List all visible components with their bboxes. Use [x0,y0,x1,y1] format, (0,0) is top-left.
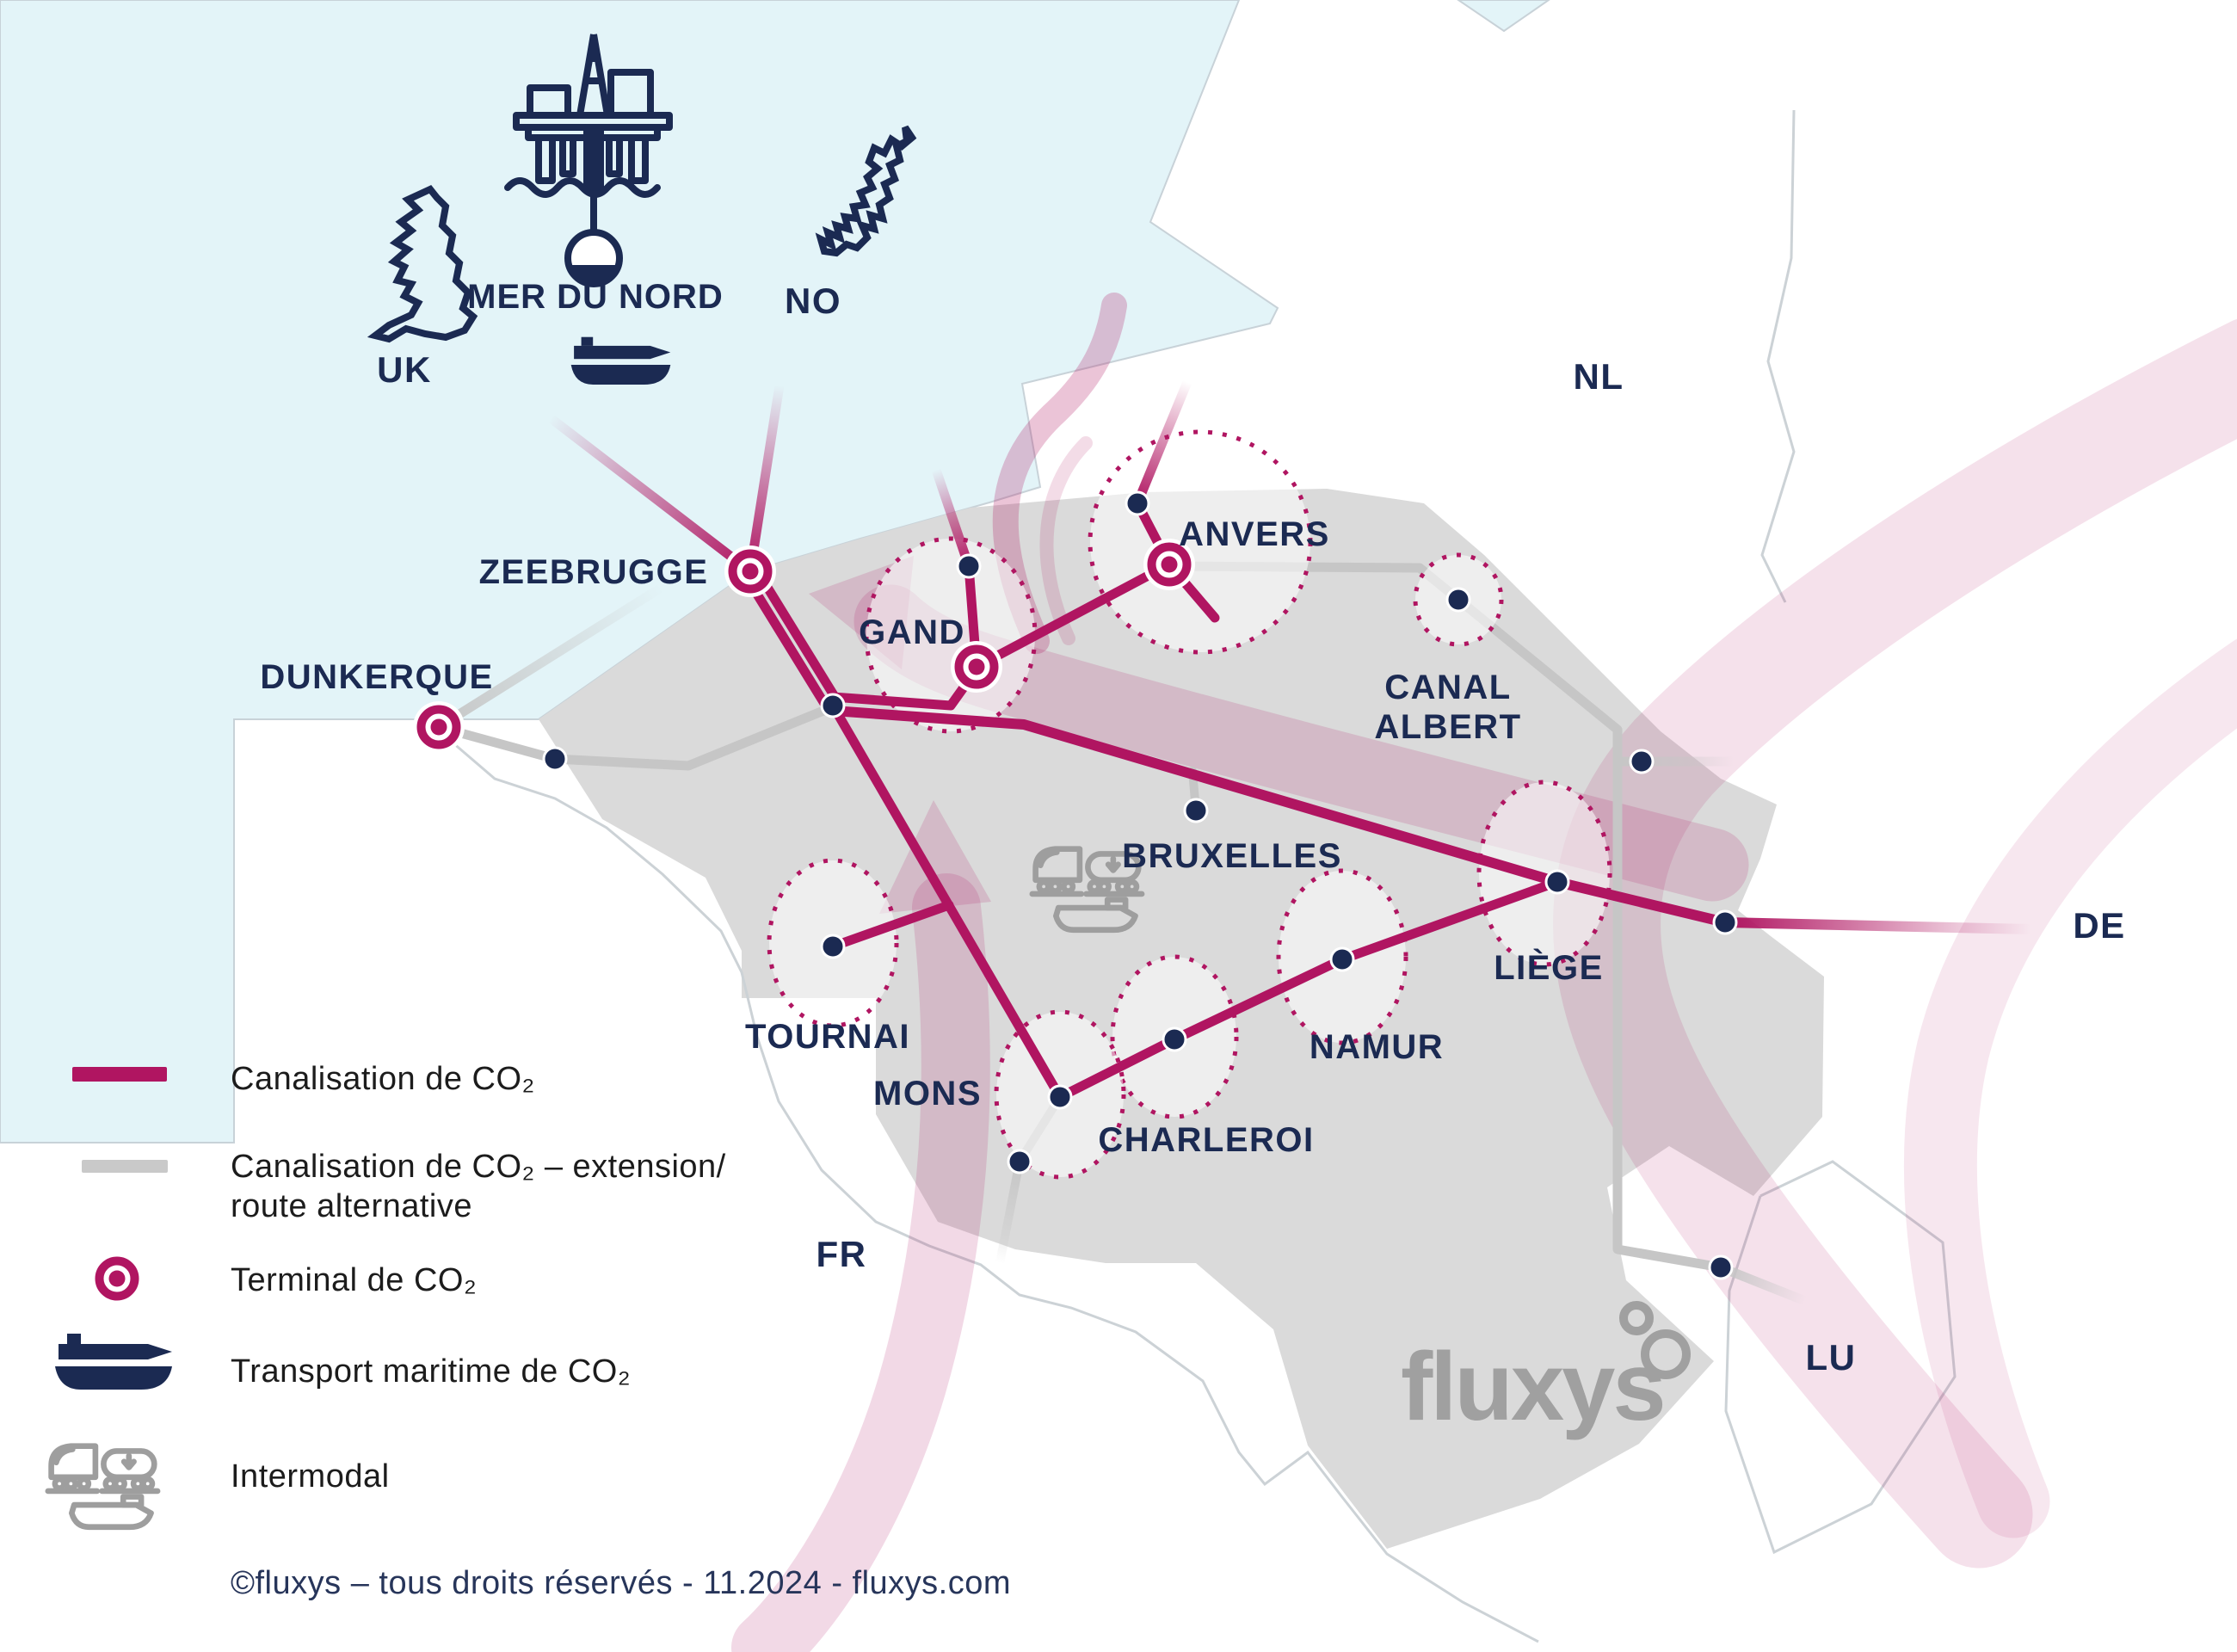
node-canal-albert [1445,587,1471,613]
fluxys-logo-text: fluxys [1401,1333,1664,1440]
nl-de-border [1760,109,1796,603]
node-lu-border [1708,1254,1734,1280]
pipeline-gand-anvers [971,559,1174,672]
pipeline-tournai-branch [828,900,954,952]
terminal-icon-dunkerque [413,701,465,753]
flow-arrowhead-north [879,800,991,914]
flow-band-southeast [1903,638,2237,1538]
node-south-of-mons [1007,1149,1032,1174]
city-label-charleroi: CHARLEROI [1098,1121,1314,1159]
city-label-mons: MONS [873,1075,982,1113]
node-near-dunkerque [542,746,568,772]
city-label-gand: GAND [859,613,965,651]
legend-label-pipeline: Canalisation de CO₂ [231,1061,535,1097]
pipeline-from-no-fading [745,380,785,576]
copyright-text: ©fluxys – tous droits réservés - 11.2024… [231,1565,1011,1601]
label-country-lu: LU [1806,1337,1857,1378]
estuary-sliver [1457,0,1550,33]
node-junction-west [820,693,846,718]
legend-label-extension-line1: Canalisation de CO₂ – extension/ [231,1149,726,1185]
north-sea-area [0,0,1550,1143]
route-anvers-canal-albert-lu [1164,561,1726,1273]
legend-label-maritime: Transport maritime de CO₂ [231,1353,631,1390]
node-bruxelles [1183,798,1209,823]
city-label-canal: CANAL [1384,669,1511,706]
node-north-of-gand [956,553,982,579]
legend-pipeline-swatch [72,1067,167,1082]
legend-extension-swatch [82,1160,168,1173]
legend-label-terminal: Terminal de CO₂ [231,1262,477,1298]
france-border [434,725,1539,1643]
node-liege [1544,869,1570,895]
city-label-liege: LIÈGE [1494,948,1604,987]
city-label-anvers: ANVERS [1179,515,1330,553]
flow-swoosh-anvers-1 [992,293,1127,654]
pipeline-gand-liege-de [828,706,1730,928]
legend-label-intermodal: Intermodal [231,1458,390,1495]
label-country-fr: FR [817,1234,867,1274]
country-borders [434,109,1957,1643]
pipeline-from-uk-fading [545,413,755,576]
city-label-albert: ALBERT [1374,708,1521,746]
label-country-de: DE [2073,905,2125,946]
node-charleroi [1162,1026,1187,1052]
fluxys-logo-glyph-small [1619,1301,1654,1335]
node-de-border [1712,909,1738,935]
flow-band-northward [731,873,990,1652]
co2-pipelines [545,377,2036,1102]
node-namur [1329,946,1355,972]
legend-label-extension-line2: route alternative [231,1188,472,1224]
flow-swoosh-anvers-2 [1039,436,1093,645]
city-label-bruxelles: BRUXELLES [1122,837,1342,875]
label-country-nl: NL [1574,356,1624,397]
luxembourg-border [1724,1160,1957,1555]
label-country-no: NO [785,280,841,321]
node-mons [1047,1084,1073,1110]
legend: Canalisation de CO₂ Canalisation de CO₂ … [48,1061,1011,1601]
uk-outline-icon [367,185,478,343]
route-dunkerque-zeebrugge-fading [434,582,668,732]
legend-terminal-icon [91,1253,143,1304]
norway-outline-icon [815,125,917,257]
node-tournai [820,934,846,959]
node-north-of-anvers [1125,490,1150,516]
fluxys-logo-glyph-large [1641,1329,1691,1379]
city-label-zeebrugge: ZEEBRUGGE [479,553,709,591]
pipeline-mons-charleroi-namur-liege [1055,877,1562,1102]
legend-intermodal-icon [48,1446,157,1527]
legend-ship-icon [55,1334,172,1390]
fluxys-logo: fluxys [1401,1301,1691,1440]
label-mer-du-nord: MER DU NORD [467,278,724,316]
node-east-stub [1629,749,1655,774]
city-label-dunkerque: DUNKERQUE [260,658,493,696]
city-label-tournai: TOURNAI [745,1018,910,1056]
label-country-uk: UK [377,349,432,390]
city-label-namur: NAMUR [1310,1028,1444,1066]
terminal-icon-zeebrugge [724,546,776,597]
